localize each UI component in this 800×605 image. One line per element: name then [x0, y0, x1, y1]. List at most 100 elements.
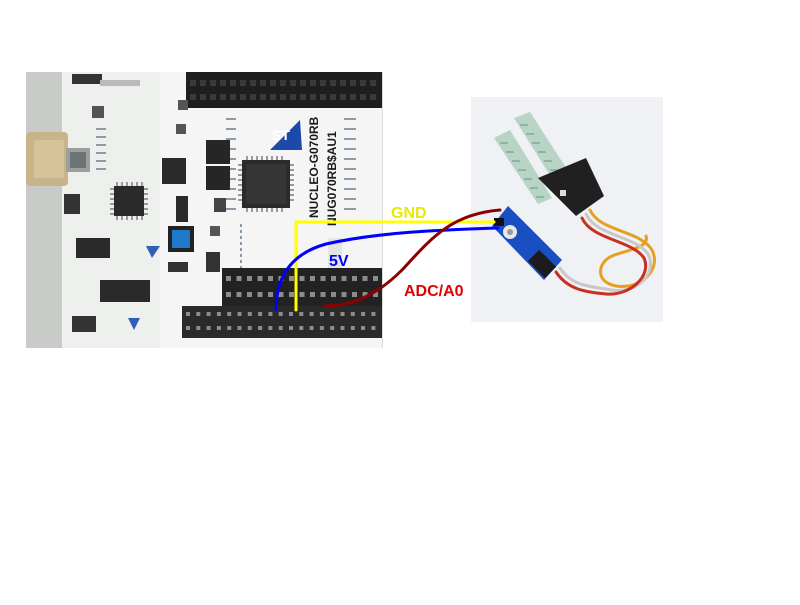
chip-pin	[238, 199, 242, 201]
silk-mark	[344, 128, 356, 130]
header-pin	[310, 94, 316, 100]
probe-stripe	[544, 160, 552, 162]
header-pin	[331, 292, 336, 297]
header-pin	[240, 94, 246, 100]
header-pin	[341, 312, 345, 316]
header-pin	[289, 312, 293, 316]
header-pin	[299, 312, 303, 316]
header-pin	[289, 326, 293, 330]
silk-mark	[344, 208, 356, 210]
silk-mark	[344, 188, 356, 190]
chip-pin	[251, 208, 253, 212]
header-pin	[230, 94, 236, 100]
header-pin	[226, 292, 231, 297]
silk-mark	[240, 230, 242, 233]
label-gnd: GND	[391, 205, 427, 222]
silk-mark	[344, 178, 356, 180]
header-pin	[360, 94, 366, 100]
chip-pin	[271, 156, 273, 160]
chip-pin	[246, 208, 248, 212]
chip-pin	[238, 189, 242, 191]
chip-pin	[238, 169, 242, 171]
header-pin	[270, 94, 276, 100]
header-pin	[360, 80, 366, 86]
silk-board-name: NUCLEO-G070RB	[307, 116, 321, 218]
header-pin	[220, 94, 226, 100]
header-pin	[361, 326, 365, 330]
chip-pin	[126, 216, 128, 220]
silk-mark	[226, 208, 236, 210]
chip-pin	[251, 156, 253, 160]
pcb-left-shadow	[26, 72, 62, 348]
chip-pin	[136, 216, 138, 220]
header-pin	[300, 292, 305, 297]
header-pin	[237, 276, 242, 281]
header-pin	[240, 80, 246, 86]
chip-pin	[136, 182, 138, 186]
stlink-chip	[110, 182, 148, 220]
header-pin	[279, 292, 284, 297]
probe-stripe	[526, 133, 534, 135]
header-pin	[310, 80, 316, 86]
header-pin	[299, 326, 303, 330]
header-pin	[196, 312, 200, 316]
chip-pin	[290, 179, 294, 181]
user-button	[168, 226, 194, 252]
chip-pin	[238, 174, 242, 176]
silk-mark	[96, 128, 106, 130]
header-pin	[186, 312, 190, 316]
header-pin	[330, 326, 334, 330]
chip-pin	[110, 213, 114, 215]
header-pin	[196, 326, 200, 330]
header-pin	[237, 292, 242, 297]
chip-pin	[110, 188, 114, 190]
header-pin	[226, 276, 231, 281]
chip-pin	[290, 164, 294, 166]
probe-stripe	[538, 151, 546, 153]
chip-pin	[110, 203, 114, 205]
silk-mark	[96, 160, 106, 162]
chip-pin	[131, 182, 133, 186]
chip-pin	[116, 182, 118, 186]
chip-pin	[238, 194, 242, 196]
header-pin	[340, 94, 346, 100]
chip-pin	[121, 182, 123, 186]
label-adc: ADC/A0	[404, 283, 464, 300]
silk-mark	[240, 236, 242, 239]
header-pin	[330, 312, 334, 316]
chip-pin	[281, 156, 283, 160]
chip-pin	[144, 188, 148, 190]
header-pin	[210, 80, 216, 86]
chip-pin	[110, 208, 114, 210]
header-pin	[331, 276, 336, 281]
chip-pin	[290, 194, 294, 196]
header-pin	[230, 80, 236, 86]
chip-pin	[246, 156, 248, 160]
header-pin	[321, 292, 326, 297]
silk-mark	[226, 118, 236, 120]
silk-mark	[96, 152, 106, 154]
chip-pin	[271, 208, 273, 212]
silk-mark	[96, 144, 106, 146]
header-pin	[310, 312, 314, 316]
probe-stripe	[536, 196, 544, 198]
header-pin	[260, 94, 266, 100]
header-pin	[270, 80, 276, 86]
probe-stripe	[500, 142, 508, 144]
chip-pin	[276, 156, 278, 160]
header-pin	[342, 292, 347, 297]
header-pin	[300, 276, 305, 281]
chip-pin	[126, 182, 128, 186]
chip-pin	[110, 198, 114, 200]
header-pin	[238, 326, 242, 330]
chip-pin	[261, 156, 263, 160]
header-pin	[207, 326, 211, 330]
header-pin	[300, 94, 306, 100]
chip-pin	[238, 179, 242, 181]
header-pin	[227, 312, 231, 316]
header-pin	[217, 312, 221, 316]
header-pin	[351, 326, 355, 330]
chip-pin	[261, 208, 263, 212]
silk-mark	[344, 158, 356, 160]
chip-pin	[131, 216, 133, 220]
